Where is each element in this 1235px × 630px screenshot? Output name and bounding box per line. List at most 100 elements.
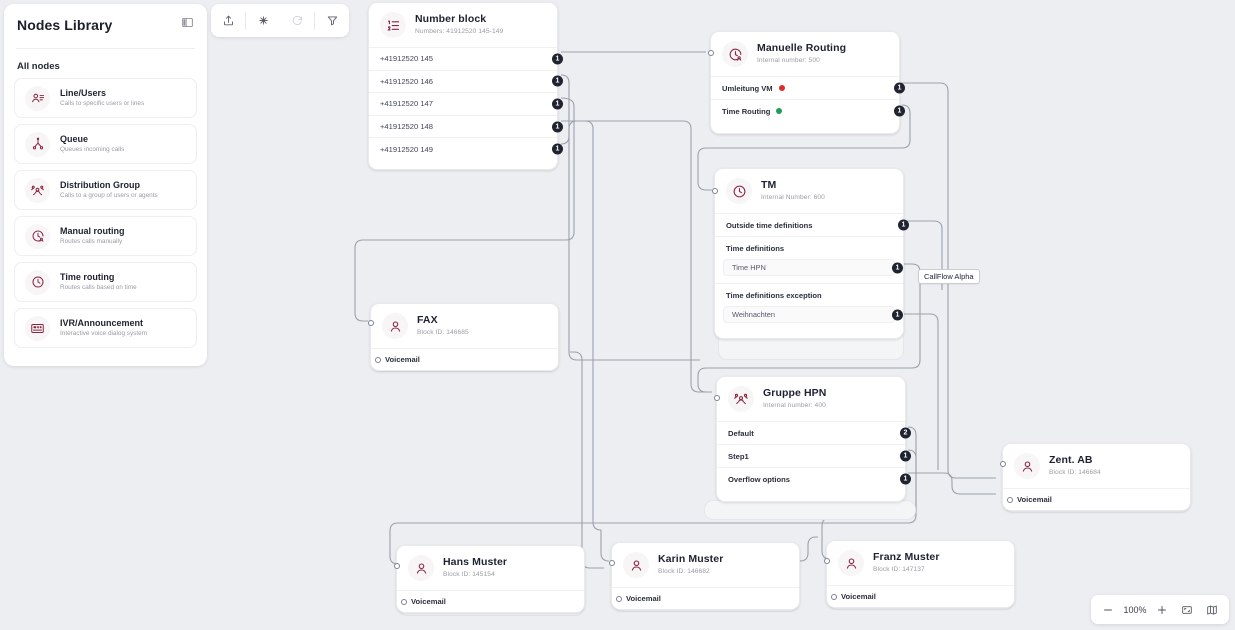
row-badge[interactable]: 1 — [552, 75, 563, 87]
map-icon[interactable] — [1201, 599, 1223, 621]
tm-field-weihnachten[interactable]: Weihnachten 1 — [723, 306, 903, 323]
sidebar-item-manual-routing[interactable]: Manual routing Routes calls manually — [14, 216, 197, 256]
row-badge[interactable]: 1 — [552, 53, 563, 65]
manual-routing-icon — [25, 223, 50, 249]
gruppe-row-default[interactable]: Default 2 — [717, 421, 911, 444]
karin-body: Voicemail — [612, 587, 799, 609]
number-label: +41912520 146 — [380, 76, 434, 86]
edge-148-gruppe — [561, 120, 710, 393]
number-row[interactable]: +41912520 146 1 — [369, 69, 563, 93]
node-gruppe-hpn[interactable]: Gruppe HPN Internal number: 400 Default … — [714, 376, 911, 502]
input-port[interactable] — [824, 558, 830, 564]
input-port[interactable] — [609, 560, 615, 566]
number-row[interactable]: +41912520 147 1 — [369, 92, 563, 115]
row-label: Time Routing — [722, 106, 771, 116]
node-title: FAX — [417, 314, 438, 327]
row-badge[interactable]: 2 — [900, 427, 911, 439]
node-number-block[interactable]: Number block Numbers: 41912520 145-149 +… — [368, 2, 563, 170]
input-port[interactable] — [368, 320, 374, 326]
manuelle-row-timerouting[interactable]: Time Routing 1 — [711, 99, 905, 122]
sidebar-divider — [16, 48, 195, 49]
node-franz-muster[interactable]: Franz Muster Block ID: 147137 Voicemail — [824, 540, 1015, 608]
page-title: Nodes Library — [17, 17, 113, 33]
gruppe-row-step1[interactable]: Step1 1 — [717, 444, 911, 467]
number-list-icon — [380, 12, 406, 38]
row-badge[interactable]: 1 — [552, 143, 563, 155]
field-badge[interactable]: 1 — [892, 262, 903, 273]
undo-button[interactable] — [246, 4, 280, 37]
input-port[interactable] — [708, 50, 714, 56]
export-button[interactable] — [211, 4, 245, 37]
number-row[interactable]: +41912520 145 1 — [369, 47, 563, 70]
zoom-level: 100% — [1123, 604, 1147, 615]
input-port[interactable] — [712, 188, 718, 194]
sidebar-list: Line/Users Calls to specific users or li… — [4, 78, 207, 348]
node-footer-spacer — [369, 160, 557, 169]
hans-body: Voicemail — [397, 590, 584, 612]
row-badge[interactable]: 1 — [894, 105, 905, 117]
node-subtitle: Numbers: 41912520 145-149 — [415, 27, 504, 35]
tm-group-timedefs: Time definitions Time HPN 1 — [715, 236, 903, 276]
sidebar-item-ivr-announcement[interactable]: IVR/Announcement Interactive voice dialo… — [14, 308, 197, 348]
node-subtitle: Block ID: 146682 — [658, 567, 710, 575]
number-row[interactable]: +41912520 149 1 — [369, 137, 563, 160]
field-value: Time HPN — [732, 263, 766, 272]
zent-body: Voicemail — [1003, 488, 1190, 510]
voicemail-port[interactable] — [831, 593, 837, 600]
sidebar-item-line-users[interactable]: Line/Users Calls to specific users or li… — [14, 78, 197, 118]
sidebar-item-distribution-group[interactable]: Distribution Group Calls to a group of u… — [14, 170, 197, 210]
manuelle-row-umleitung[interactable]: Umleitung VM 1 — [711, 76, 905, 99]
sidebar-item-time-routing[interactable]: Time routing Routes calls based on time — [14, 262, 197, 302]
franz-header: Franz Muster Block ID: 147137 — [827, 541, 1014, 585]
node-manuelle-routing[interactable]: Manuelle Routing Internal number: 500 Um… — [708, 31, 905, 134]
toolbar-divider — [314, 11, 315, 30]
sidebar-item-desc: Queues incoming calls — [60, 145, 125, 153]
node-tm[interactable]: TM Internal Number: 600 Outside time def… — [712, 168, 909, 339]
field-badge[interactable]: 1 — [892, 309, 903, 320]
node-zent-ab[interactable]: Zent. AB Block ID: 146684 Voicemail — [1000, 443, 1191, 511]
voicemail-port[interactable] — [1007, 496, 1013, 503]
voicemail-port[interactable] — [616, 595, 622, 602]
voicemail-port[interactable] — [401, 598, 407, 605]
zoom-out-button[interactable] — [1097, 599, 1119, 621]
user-icon — [408, 555, 434, 581]
fax-voicemail-row[interactable]: Voicemail — [371, 348, 558, 370]
input-port[interactable] — [714, 395, 720, 401]
callflow-tooltip: CallFlow Alpha — [918, 269, 980, 284]
karin-voicemail-row[interactable]: Voicemail — [612, 587, 799, 609]
voicemail-port[interactable] — [375, 356, 381, 363]
row-badge[interactable]: 1 — [552, 98, 563, 110]
input-port[interactable] — [1000, 461, 1006, 467]
row-badge[interactable]: 1 — [900, 473, 911, 485]
row-badge[interactable]: 1 — [552, 121, 563, 133]
time-routing-icon — [726, 178, 752, 204]
node-subtitle: Internal Number: 600 — [761, 193, 825, 201]
node-subtitle: Internal number: 400 — [763, 401, 826, 409]
karin-header: Karin Muster Block ID: 146682 — [612, 543, 799, 587]
zoom-in-button[interactable] — [1151, 599, 1173, 621]
panel-toggle-icon[interactable] — [181, 16, 194, 34]
node-karin-muster[interactable]: Karin Muster Block ID: 146682 Voicemail — [609, 542, 800, 610]
row-badge[interactable]: 1 — [894, 82, 905, 94]
distribution-group-icon — [25, 177, 50, 203]
input-port[interactable] — [394, 563, 400, 569]
filter-button[interactable] — [315, 4, 349, 37]
franz-voicemail-row[interactable]: Voicemail — [827, 585, 1014, 607]
tm-group-label: Time definitions — [726, 244, 785, 253]
user-icon — [382, 313, 408, 339]
row-badge[interactable]: 1 — [900, 450, 911, 462]
gruppe-row-overflow[interactable]: Overflow options 1 — [717, 467, 911, 490]
node-hans-muster[interactable]: Hans Muster Block ID: 145154 Voicemail — [394, 545, 585, 613]
sidebar-item-desc: Routes calls based on time — [60, 283, 137, 291]
number-row[interactable]: +41912520 148 1 — [369, 114, 563, 138]
fit-screen-icon[interactable] — [1176, 599, 1198, 621]
tm-field-time-hpn[interactable]: Time HPN 1 — [723, 259, 903, 276]
zent-voicemail-row[interactable]: Voicemail — [1003, 488, 1190, 510]
hans-voicemail-row[interactable]: Voicemail — [397, 590, 584, 612]
node-subtitle: Block ID: 145154 — [443, 570, 495, 578]
sidebar-item-queue[interactable]: Queue Queues incoming calls — [14, 124, 197, 164]
node-fax[interactable]: FAX Block ID: 146685 Voicemail — [368, 303, 559, 371]
row-badge[interactable]: 1 — [898, 219, 909, 231]
tm-row-outside[interactable]: Outside time definitions 1 — [715, 213, 909, 236]
